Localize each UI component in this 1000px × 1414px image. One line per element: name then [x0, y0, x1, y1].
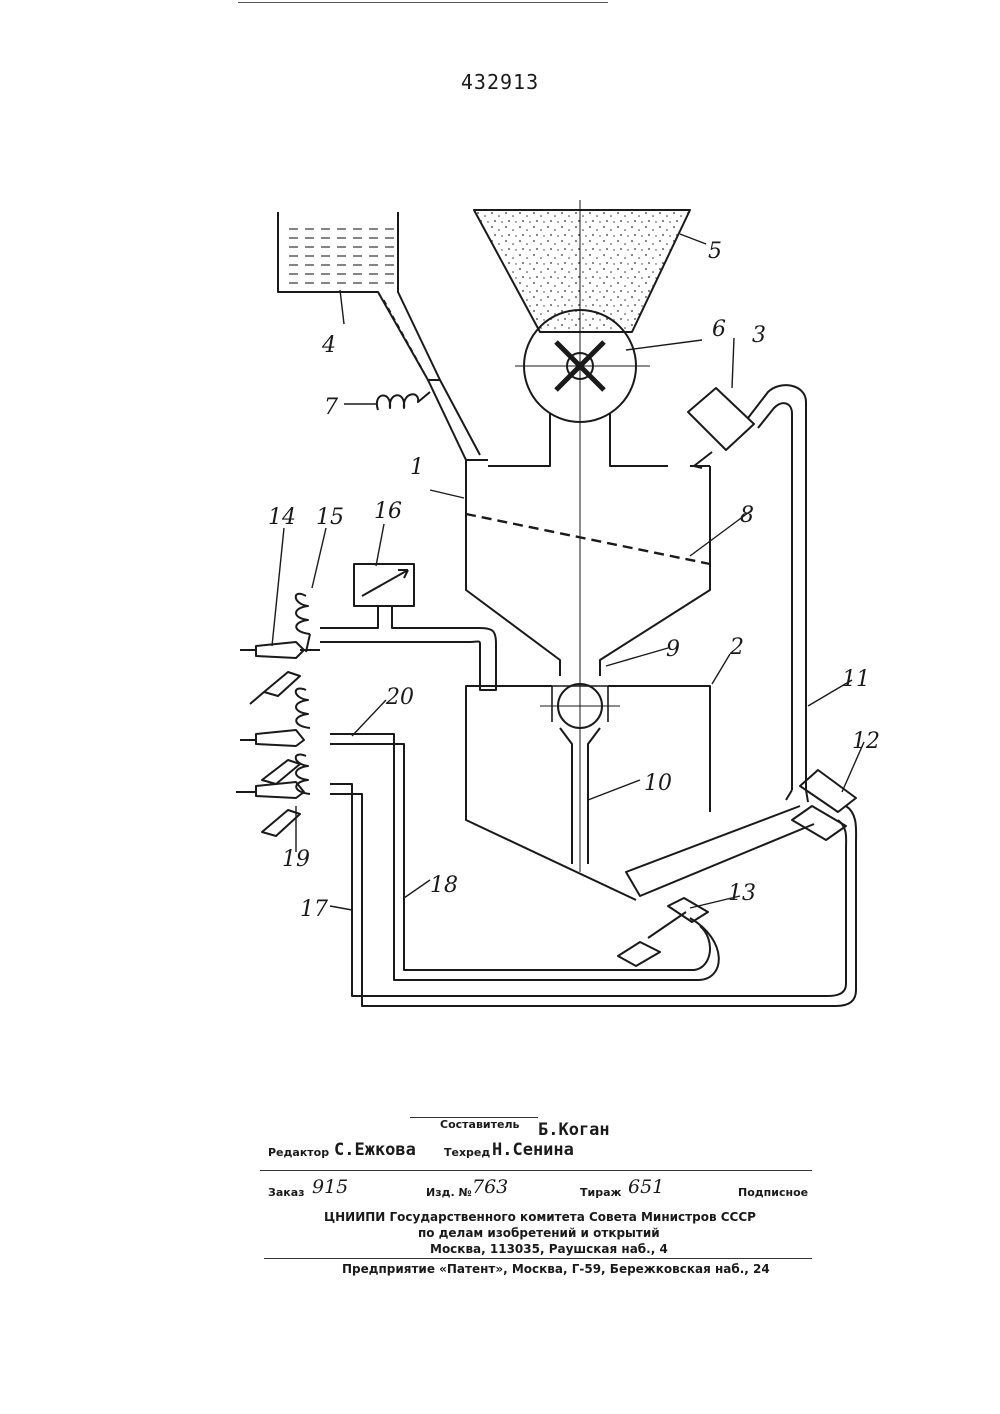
liquid-tank: [278, 212, 488, 460]
heater-coil: [377, 392, 430, 410]
label-3: 3: [752, 323, 766, 348]
label-6: 6: [712, 317, 726, 342]
label-15: 15: [316, 505, 344, 530]
label-5: 5: [708, 239, 722, 264]
separator-cyclone: [688, 385, 806, 790]
label-9: 9: [666, 637, 680, 662]
label-1: 1: [410, 455, 424, 480]
sand-hopper: [474, 210, 690, 332]
label-10: 10: [644, 771, 672, 796]
label-7: 7: [324, 395, 338, 420]
air-line: [320, 564, 496, 690]
label-18: 18: [430, 873, 458, 898]
label-12: 12: [852, 729, 880, 754]
label-19: 19: [282, 847, 310, 872]
valve-14-15: [240, 594, 320, 704]
lower-chamber: [466, 684, 710, 900]
label-4: 4: [321, 333, 336, 358]
label-13: 13: [728, 881, 756, 906]
label-11: 11: [842, 667, 870, 692]
transport-pipe: [786, 790, 808, 802]
label-14: 14: [268, 505, 296, 530]
label-20: 20: [385, 685, 414, 710]
label-17: 17: [300, 897, 328, 922]
label-16: 16: [374, 499, 402, 524]
feeder-drum: [488, 310, 668, 466]
valve-19: [236, 755, 310, 836]
label-2: 2: [729, 635, 744, 660]
label-8: 8: [740, 503, 754, 528]
